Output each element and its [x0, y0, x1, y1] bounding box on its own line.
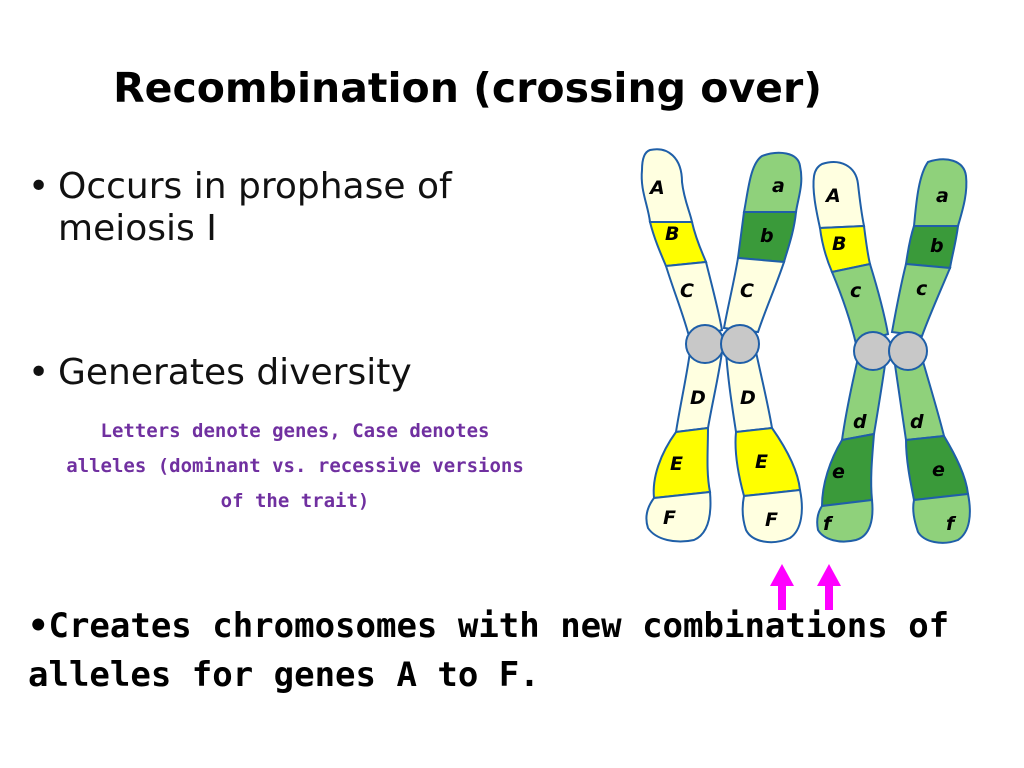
- bullet-text: Occurs in prophase of meiosis I: [58, 166, 452, 249]
- chromatid-3: [812, 161, 890, 543]
- gene-label: F: [765, 509, 778, 531]
- gene-label: a: [772, 175, 785, 197]
- gene-label: f: [823, 513, 834, 535]
- centromere: [720, 324, 760, 364]
- gene-label: B: [665, 223, 679, 245]
- segment-C2: [722, 256, 786, 334]
- segment-F: [645, 490, 712, 543]
- gene-label: C: [740, 280, 754, 302]
- gene-label: d: [910, 411, 924, 433]
- bottom-statement: •Creates chromosomes with new combinatio…: [28, 606, 950, 695]
- segment-F2: [741, 488, 803, 544]
- segment-f3: [816, 498, 874, 543]
- gene-label: c: [916, 278, 928, 300]
- gene-label: d: [853, 411, 867, 433]
- gene-label: b: [760, 225, 774, 247]
- gene-label: D: [690, 387, 706, 409]
- gene-label: B: [832, 233, 846, 255]
- gene-label: f: [946, 513, 957, 535]
- gene-label: E: [670, 453, 683, 475]
- centromere: [888, 331, 928, 371]
- segment-c3: [830, 262, 890, 346]
- gene-label: A: [824, 185, 841, 207]
- segment-c4: [890, 262, 952, 338]
- gene-label: F: [663, 507, 676, 529]
- arrow-up-icon: [770, 564, 794, 610]
- gene-label: E: [755, 451, 768, 473]
- chromatid-2: [722, 151, 803, 544]
- bullet-list: •Occurs in prophase of meiosis I •Genera…: [28, 166, 498, 394]
- gene-label: A: [648, 177, 665, 199]
- centromere: [853, 331, 893, 371]
- segment-e3: [820, 432, 876, 508]
- centromere: [685, 324, 725, 364]
- bullet-item: •Occurs in prophase of meiosis I: [28, 166, 498, 250]
- gene-label: C: [680, 280, 694, 302]
- segment-a4: [912, 158, 968, 227]
- segment-f4: [912, 492, 971, 544]
- chromatid-1: [640, 148, 724, 543]
- gene-label: e: [832, 461, 845, 483]
- arrow-up-icon: [817, 564, 841, 610]
- gene-label: a: [936, 185, 949, 207]
- bullet-item: •Generates diversity: [28, 352, 498, 394]
- segment-C: [664, 260, 724, 342]
- chromatid-4: [890, 158, 971, 544]
- bullet-text: Generates diversity: [58, 352, 412, 393]
- slide-title: Recombination (crossing over): [113, 64, 822, 112]
- gene-label: e: [932, 459, 945, 481]
- note-text: Letters denote genes, Case denotes allel…: [66, 420, 524, 512]
- segment-a: [742, 151, 803, 213]
- bullet-dot: •: [28, 352, 50, 393]
- gene-label: b: [930, 235, 944, 257]
- gene-label: D: [740, 387, 756, 409]
- gene-label: c: [850, 280, 862, 302]
- bullet-dot: •: [28, 166, 50, 207]
